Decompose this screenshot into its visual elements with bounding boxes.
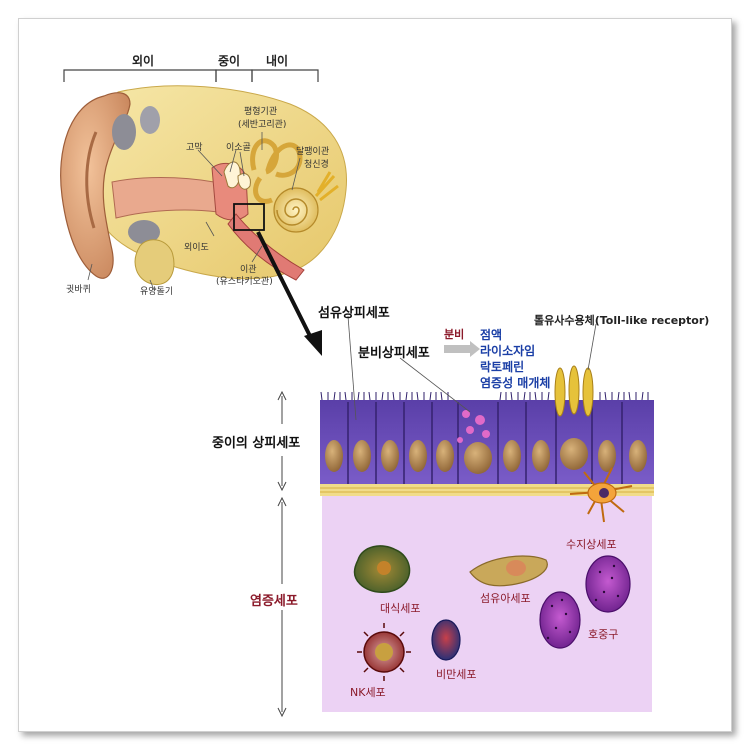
label-eardrum: 고막: [186, 143, 203, 153]
zoom-arrow: [256, 231, 322, 356]
secretion-mucus: 점액: [480, 328, 503, 342]
label-eustachian-sub: (유스타키오관): [216, 277, 273, 287]
label-secrete: 분비: [444, 328, 465, 341]
label-pinna: 귓바퀴: [66, 285, 91, 295]
label-ear-canal: 외이도: [184, 243, 209, 253]
label-eustachian: 이관: [240, 265, 257, 275]
label-balance-organ: 평형기관: [244, 107, 278, 117]
label-nk-cell: NK세포: [350, 686, 386, 699]
tissue-section: [320, 365, 654, 712]
label-inflammatory-cells: 염증세포: [250, 594, 298, 609]
secretion-lysozyme: 라이소자임: [480, 344, 536, 358]
label-middle-ear-epithelium: 중이의 상피세포: [212, 436, 301, 451]
label-secretory-epithelium: 분비상피세포: [358, 346, 430, 361]
label-toll-like-receptor: 톨유사수용체(Toll-like receptor): [534, 314, 710, 327]
scale-arrows: [277, 390, 287, 718]
section-brackets: [63, 69, 319, 82]
ear-anatomy: [60, 85, 347, 291]
label-auditory-nerve: 청신경: [304, 160, 329, 170]
secretion-lactoferrin: 락토페린: [480, 360, 525, 374]
label-cochlea: 달팽이관: [296, 147, 330, 157]
label-ciliated-epithelium: 섬유상피세포: [318, 306, 390, 321]
section-inner-ear: 내이: [266, 54, 289, 68]
label-macrophage: 대식세포: [380, 602, 421, 615]
label-eosinophil: 호중구: [588, 628, 619, 641]
label-semicircular: (세반고리관): [238, 120, 287, 130]
label-ossicles: 이소골: [226, 143, 251, 153]
dendritic-cell: [569, 467, 633, 523]
label-mastoid: 유양돌기: [140, 287, 174, 297]
label-dendritic-cell: 수지상세포: [566, 538, 617, 551]
section-middle-ear: 중이: [218, 54, 241, 68]
label-mast-cell: 비만세포: [436, 668, 477, 681]
section-outer-ear: 외이: [132, 54, 155, 68]
secretion-inflammatory-mediator: 염증성 매개체: [480, 376, 551, 390]
label-fibroblast: 섬유아세포: [480, 592, 531, 605]
